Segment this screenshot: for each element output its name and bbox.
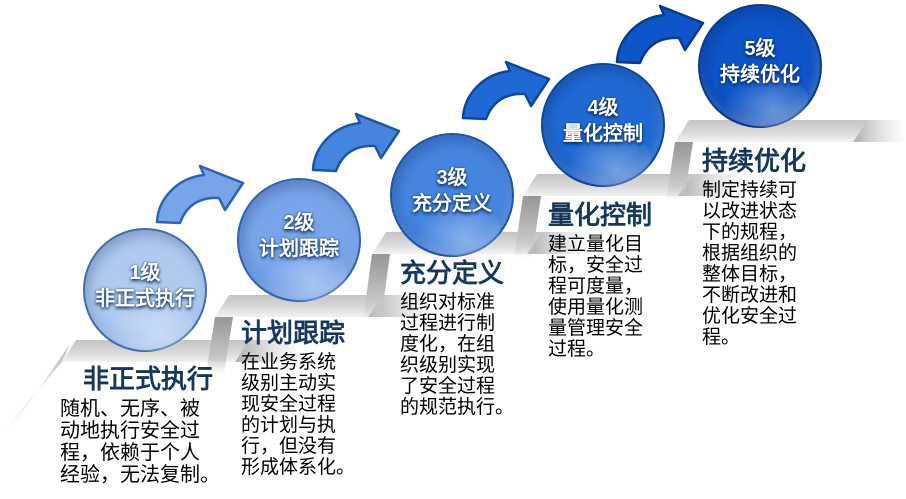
level-4-text-block: 量化控制 建立量化目 标，安全过 程可度量， 使用量化测 量管理安全 过程。 [548,200,670,360]
step-title: 充分定义 [400,258,505,288]
step-description: 组织对标准 过程进行制 度化，在组 织级别实现 了安全过程 的规范执行。 [400,292,515,418]
curved-up-arrow-icon [155,164,245,225]
step-platform [215,295,382,317]
step-title: 持续优化 [702,146,807,176]
step-description: 建立量化目 标，安全过 程可度量， 使用量化测 量管理安全 过程。 [548,234,644,360]
step-description: 随机、无序、被 动地执行安全过 程，依赖于个人 经验，无法复制。 [60,398,220,486]
circle-label: 2级 计划跟踪 [259,212,339,260]
step-riser [514,196,541,258]
level-2-circle: 2级 计划跟踪 [237,178,361,302]
step-shadow [368,295,436,317]
step-shadow [678,174,746,196]
circle-label: 1级 非正式执行 [95,262,195,310]
step-riser [206,317,233,374]
step-title: 计划跟踪 [241,318,346,348]
level-5-text-block: 持续优化 制定持续可 以改进状态 下的规程， 根据组织的 整体目标， 不断改进和… [702,146,822,348]
level-3-circle: 3级 充分定义 [390,133,514,257]
level-4-circle: 4级 量化控制 [541,63,665,187]
step-description: 在业务系统 级别主动实 现安全过程 的计划与执 行，但没有 形成体系化。 [241,352,356,478]
step-shadow [527,232,595,254]
step-title: 量化控制 [548,200,653,230]
step-shadow [235,340,304,362]
step-shadow [853,120,906,142]
level-1-text-block: 非正式执行 随机、无序、被 动地执行安全过 程，依赖于个人 经验，无法复制。 [60,364,236,486]
curved-up-arrow-icon [615,4,705,65]
step-platform [675,120,867,142]
step-riser [666,142,693,200]
circle-label: 3级 充分定义 [412,167,492,215]
level-5-circle: 5级 持续优化 [698,4,822,128]
curved-up-arrow-icon [461,60,551,121]
level-3-text-block: 充分定义 组织对标准 过程进行制 度化，在组 织级别实现 了安全过程 的规范执行… [400,258,522,418]
circle-label: 4级 量化控制 [563,97,643,145]
step-description: 制定持续可 以改进状态 下的规程， 根据组织的 整体目标， 不断改进和 优化安全… [702,180,798,348]
circle-label: 5级 持续优化 [720,38,800,86]
curved-up-arrow-icon [311,112,401,173]
step-riser [363,254,390,320]
level-2-text-block: 计划跟踪 在业务系统 级别主动实 现安全过程 的计划与执 行，但没有 形成体系化… [241,318,363,478]
step-title: 非正式执行 [82,364,213,394]
level-1-circle: 1级 非正式执行 [83,228,207,352]
